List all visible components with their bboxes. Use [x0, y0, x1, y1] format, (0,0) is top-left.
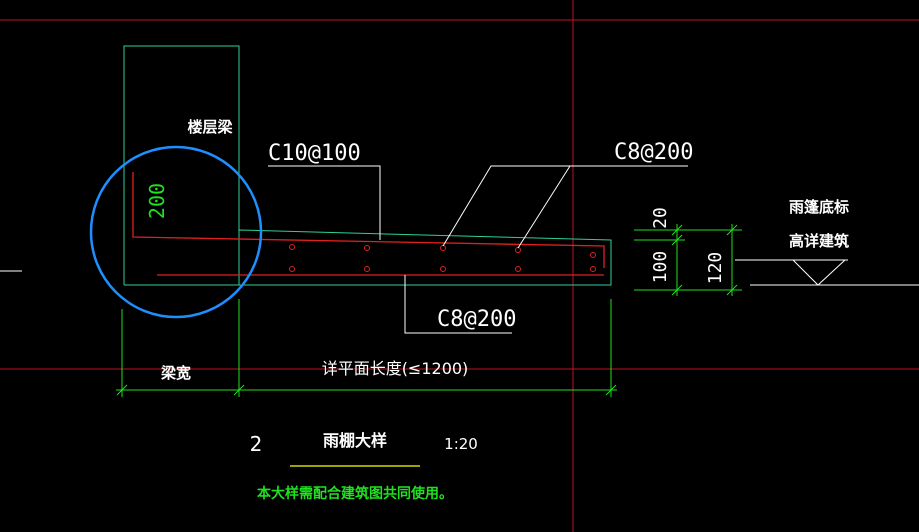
elevation-marker: [735, 259, 919, 286]
right-dimension-lines: [634, 224, 742, 296]
top-rebar: [132, 172, 605, 268]
leader-dist-top-2: [517, 165, 571, 249]
detail-number: 2: [250, 432, 263, 456]
leader-top-rebar: [268, 165, 381, 240]
leader-lines: [268, 165, 688, 334]
beam-width-dimension: 梁宽: [160, 364, 191, 382]
floor-beam-label: 楼层梁: [187, 118, 233, 136]
distribution-bars: [289, 244, 596, 272]
canopy-slab-outline: [238, 229, 612, 286]
slab-total-dimension: 120: [705, 252, 726, 285]
leader-dist-bottom: [404, 275, 512, 334]
highlight-circle[interactable]: [89, 145, 263, 319]
top-rebar-label: C10@100: [268, 141, 361, 166]
dist-rebar-bottom-label: C8@200: [437, 307, 516, 332]
canopy-bottom-label-2: 高详建筑: [789, 232, 849, 250]
leader-dist-top: [442, 165, 688, 247]
slab-root-dimension: 100: [650, 251, 671, 284]
beam-outline: [123, 45, 240, 286]
detail-note: 本大样需配合建筑图共同使用。: [257, 485, 453, 502]
detail-title: 雨棚大样: [323, 431, 387, 450]
detail-scale: 1:20: [444, 435, 478, 453]
bottom-dimension-lines: [116, 299, 617, 397]
slab-tip-dimension: 20: [650, 207, 671, 229]
dist-rebar-top-label: C8@200: [614, 140, 693, 165]
cantilever-length-dimension: 详平面长度(≤1200): [322, 359, 469, 378]
beam-hook-dimension: 200: [145, 183, 169, 219]
rebar-group: [132, 172, 605, 276]
canopy-bottom-label-1: 雨篷底标: [789, 198, 849, 216]
